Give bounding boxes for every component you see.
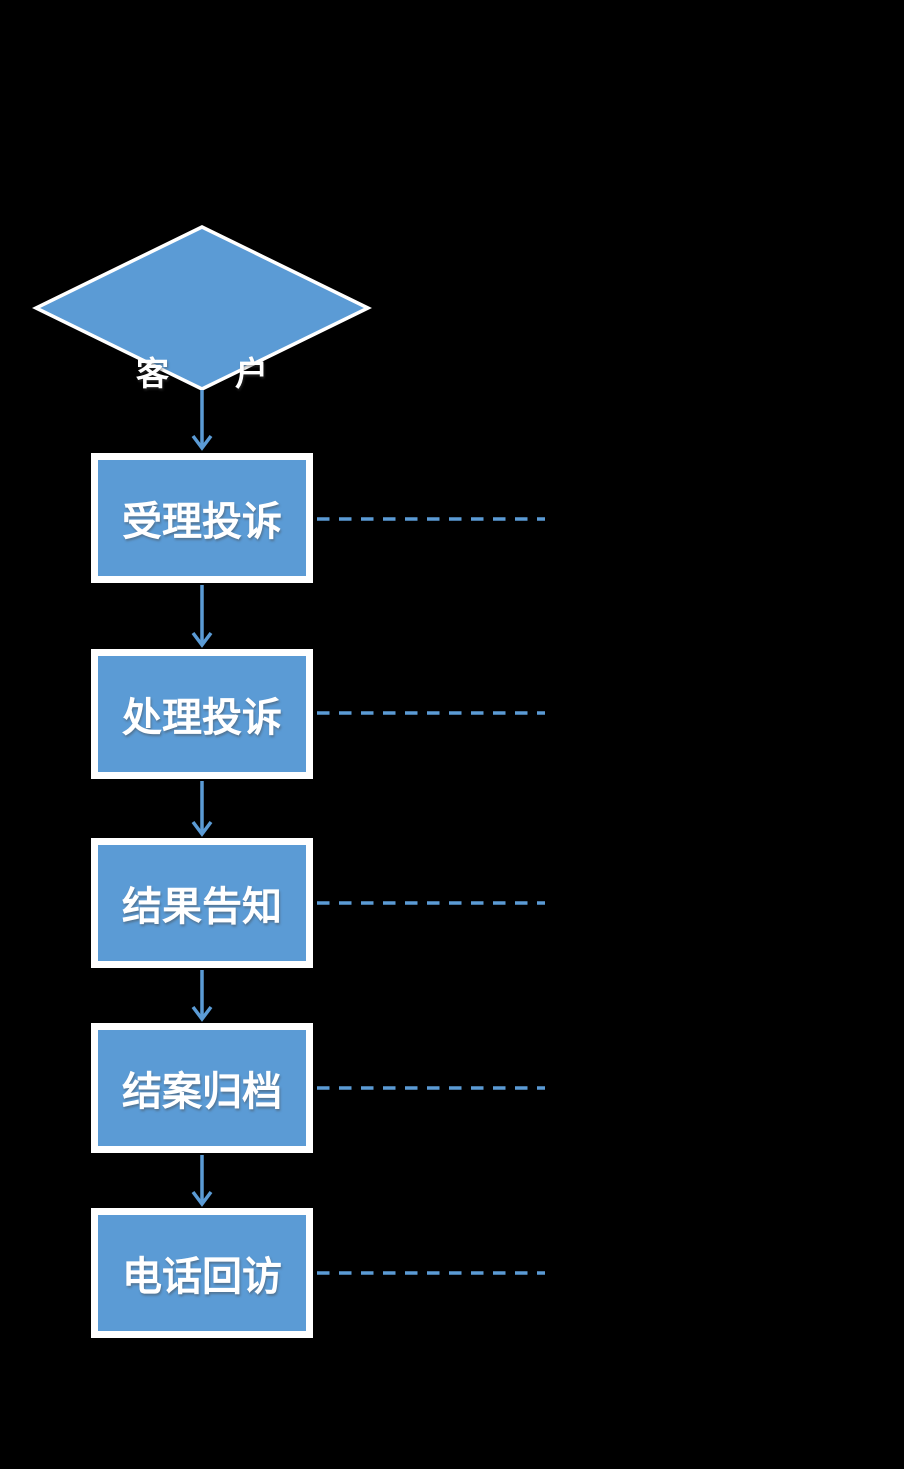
decision-diamond-shape: [32, 225, 372, 391]
step-label: 电话回访: [122, 1254, 282, 1300]
step-label: 受理投诉: [122, 499, 282, 545]
step-box-phone-follow-up: 电话回访: [91, 1208, 313, 1338]
connector-arrow-5: [191, 1155, 213, 1207]
connector-arrow-2: [191, 585, 213, 648]
step-label: 处理投诉: [122, 695, 282, 741]
step-box-notify-result: 结果告知: [91, 838, 313, 968]
step-label: 结果告知: [122, 884, 282, 930]
decision-label-line1: 客 户: [136, 354, 268, 393]
step-box-close-and-archive: 结案归档: [91, 1023, 313, 1153]
step-box-accept-complaint: 受理投诉: [91, 453, 313, 583]
step-label: 结案归档: [122, 1069, 282, 1115]
step-box-handle-complaint: 处理投诉: [91, 649, 313, 779]
connector-arrow-3: [191, 781, 213, 837]
connector-arrow-4: [191, 970, 213, 1022]
connector-arrow-1: [191, 390, 213, 451]
